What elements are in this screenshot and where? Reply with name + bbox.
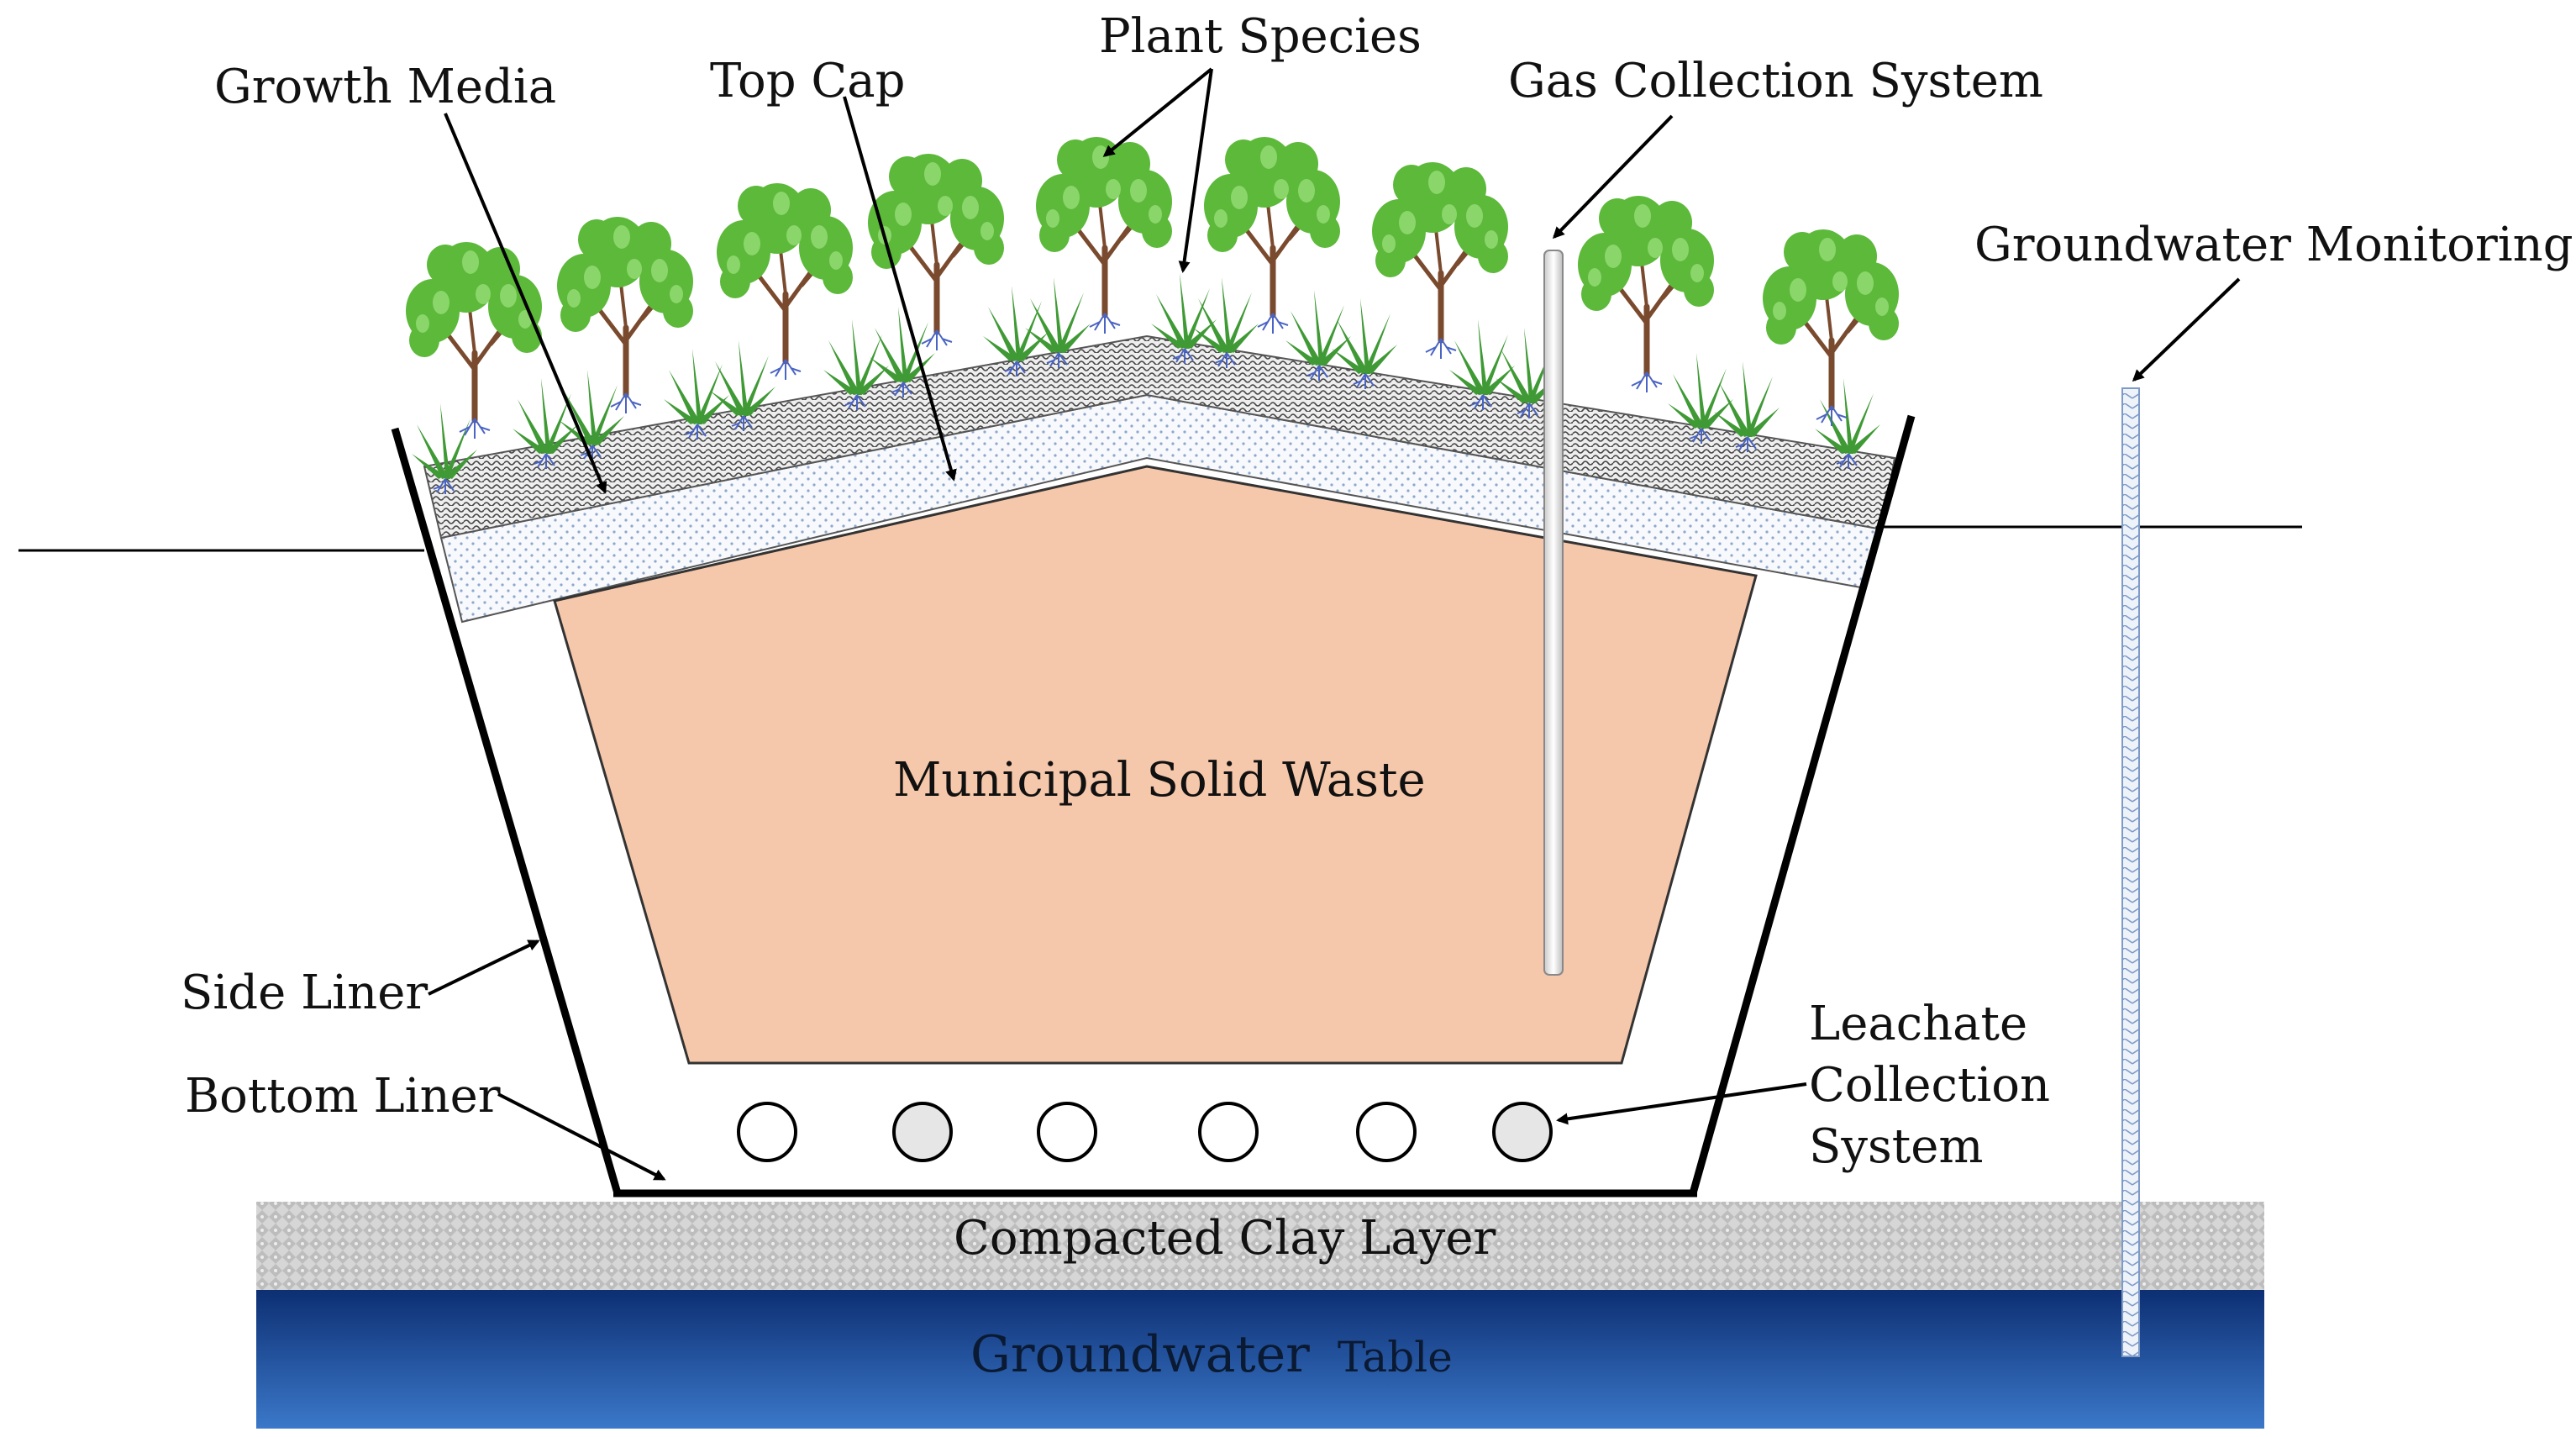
tree-icon <box>557 217 693 413</box>
groundwater-table <box>256 1290 2264 1429</box>
pipe-icon <box>737 1102 797 1162</box>
compacted-clay-layer <box>256 1202 2264 1290</box>
label-compacted-clay: Compacted Clay Layer <box>954 1211 1496 1266</box>
label-plant-species: Plant Species <box>1099 9 1422 64</box>
arrow-icon <box>497 1092 666 1181</box>
gas-collection-pipe <box>1543 250 1564 976</box>
label-leachate-1: Leachate <box>1809 997 2027 1051</box>
groundwater-monitoring-well <box>2121 387 2140 1357</box>
label-municipal-solid-waste: Municipal Solid Waste <box>893 753 1426 808</box>
label-growth-media: Growth Media <box>214 60 556 114</box>
arrow-icon <box>843 96 957 482</box>
pipe-icon <box>1492 1102 1553 1162</box>
label-top-cap: Top Cap <box>710 54 905 108</box>
label-side-liner: Side Liner <box>181 966 428 1020</box>
tree-icon <box>717 183 853 380</box>
arrow-icon <box>1552 114 1674 239</box>
arrow-icon <box>2132 277 2241 382</box>
arrow-icon <box>1556 1082 1807 1125</box>
arrow-icon <box>428 940 540 996</box>
label-groundwater-monitoring: Groundwater Monitoring <box>1974 218 2573 272</box>
label-leachate-2: Collection <box>1809 1058 2050 1113</box>
municipal-solid-waste <box>553 465 1758 1065</box>
arrow-icon <box>1102 67 1213 157</box>
pipe-icon <box>892 1102 953 1162</box>
pipe-icon <box>1356 1102 1417 1162</box>
tree-icon <box>1763 229 1899 426</box>
labels: Growth Media Top Cap Plant Species Gas C… <box>181 9 2573 1384</box>
tree-icon <box>1578 196 1714 392</box>
label-groundwater-small: Table <box>1338 1333 1453 1382</box>
pipe-icon <box>1037 1102 1097 1162</box>
leader-arrows <box>428 67 2241 1181</box>
label-groundwater-main: Groundwater <box>970 1325 1310 1384</box>
tree-icon <box>1372 162 1508 359</box>
arrow-icon <box>1178 68 1213 273</box>
tree-icon <box>406 242 542 439</box>
pipe-icon <box>1198 1102 1259 1162</box>
label-groundwater-table: Groundwater Table <box>970 1325 1453 1384</box>
label-gas-collection: Gas Collection System <box>1508 54 2043 108</box>
label-bottom-liner: Bottom Liner <box>185 1069 501 1124</box>
arrow-icon <box>444 113 607 494</box>
leachate-pipes <box>737 1102 1553 1162</box>
label-leachate-3: System <box>1809 1119 1983 1174</box>
